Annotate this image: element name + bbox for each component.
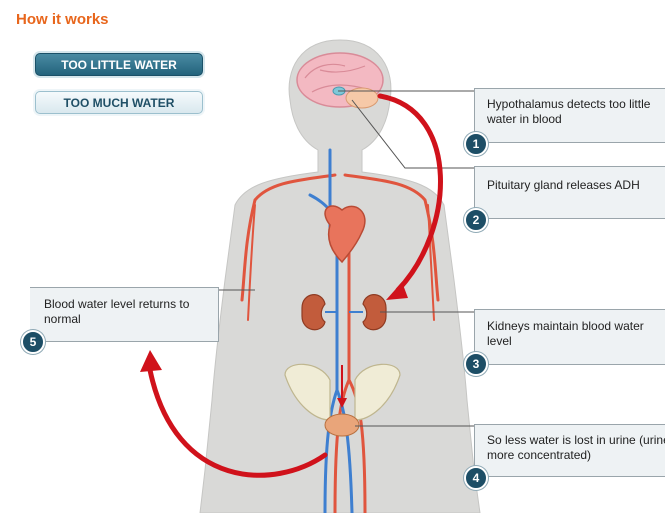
step-2-badge: 2 [464, 208, 488, 232]
step-4-badge: 4 [464, 466, 488, 490]
step-4-text: So less water is lost in urine (urine mo… [487, 433, 665, 463]
step-4-callout: So less water is lost in urine (urine mo… [474, 424, 665, 477]
step-1-callout: Hypothalamus detects too little water in… [474, 88, 665, 143]
step-5-badge: 5 [21, 330, 45, 354]
step-5-callout: Blood water level returns to normal [30, 287, 219, 342]
step-1-badge: 1 [464, 132, 488, 156]
step-1-text: Hypothalamus detects too little water in… [487, 97, 659, 127]
brain [297, 53, 383, 108]
step-2-callout: Pituitary gland releases ADH [474, 166, 665, 219]
body-silhouette [200, 40, 480, 513]
step-3-callout: Kidneys maintain blood water level [474, 309, 665, 365]
step-2-text: Pituitary gland releases ADH [487, 178, 659, 193]
step-5-text: Blood water level returns to normal [44, 297, 210, 327]
step-3-text: Kidneys maintain blood water level [487, 319, 659, 349]
step-3-badge: 3 [464, 352, 488, 376]
